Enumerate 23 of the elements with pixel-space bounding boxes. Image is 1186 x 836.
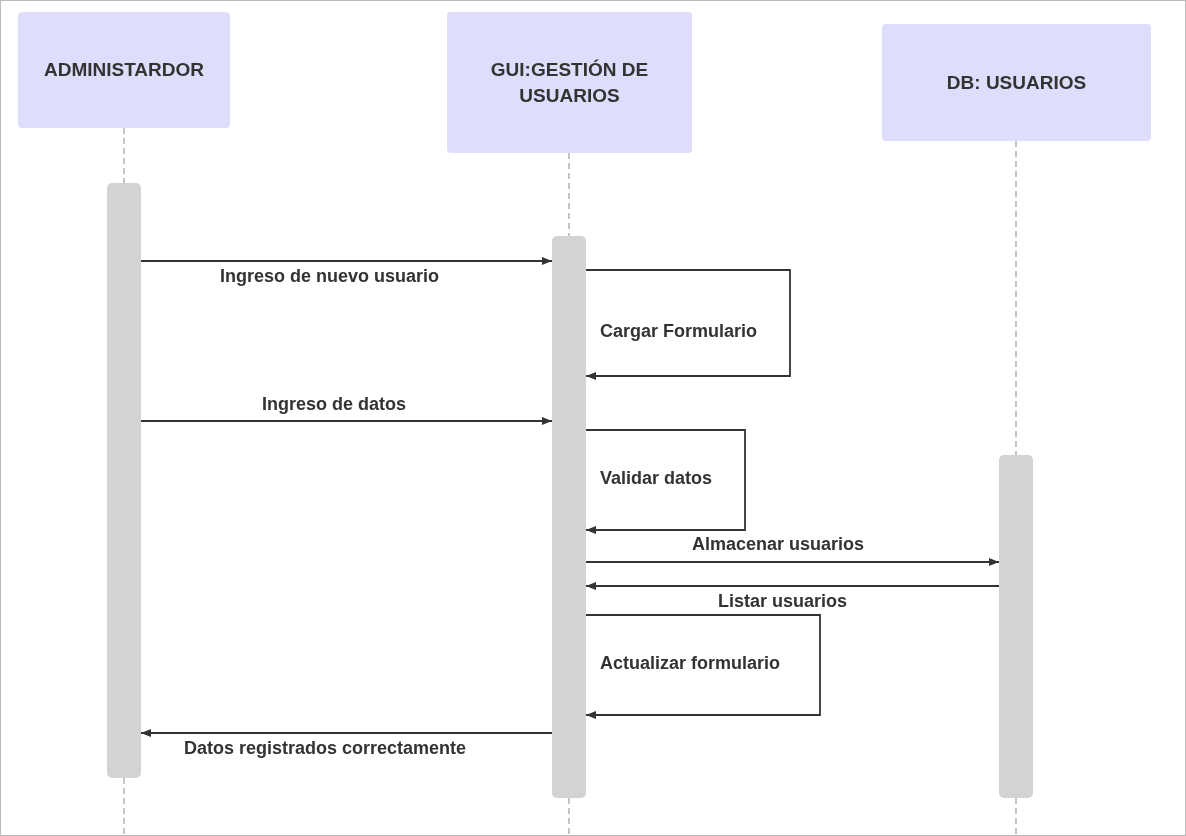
message-arrow xyxy=(140,257,553,265)
lifeline xyxy=(123,777,125,836)
message-arrow xyxy=(585,582,1000,590)
participant-name: ADMINISTARDOR xyxy=(43,58,205,83)
message-arrow xyxy=(140,729,553,737)
activation-bar xyxy=(107,183,141,778)
participant-box xyxy=(882,24,1151,141)
activation-bar xyxy=(552,236,586,798)
participant-name: DB: USUARIOS xyxy=(946,70,1087,95)
lifeline xyxy=(568,152,570,237)
lifeline xyxy=(568,797,570,836)
participant-box xyxy=(447,12,692,153)
message-arrow xyxy=(585,558,1000,566)
message-arrow xyxy=(140,417,553,425)
self-message-arrow xyxy=(585,614,821,719)
self-message-arrow xyxy=(585,429,746,534)
activation-bar xyxy=(999,455,1033,798)
lifeline xyxy=(123,127,125,184)
participant-box xyxy=(18,12,230,128)
self-message-arrow xyxy=(585,269,791,380)
lifeline xyxy=(1015,140,1017,456)
lifeline xyxy=(1015,797,1017,836)
participant-name: GUI:GESTIÓN DE USUARIOS xyxy=(489,57,650,108)
